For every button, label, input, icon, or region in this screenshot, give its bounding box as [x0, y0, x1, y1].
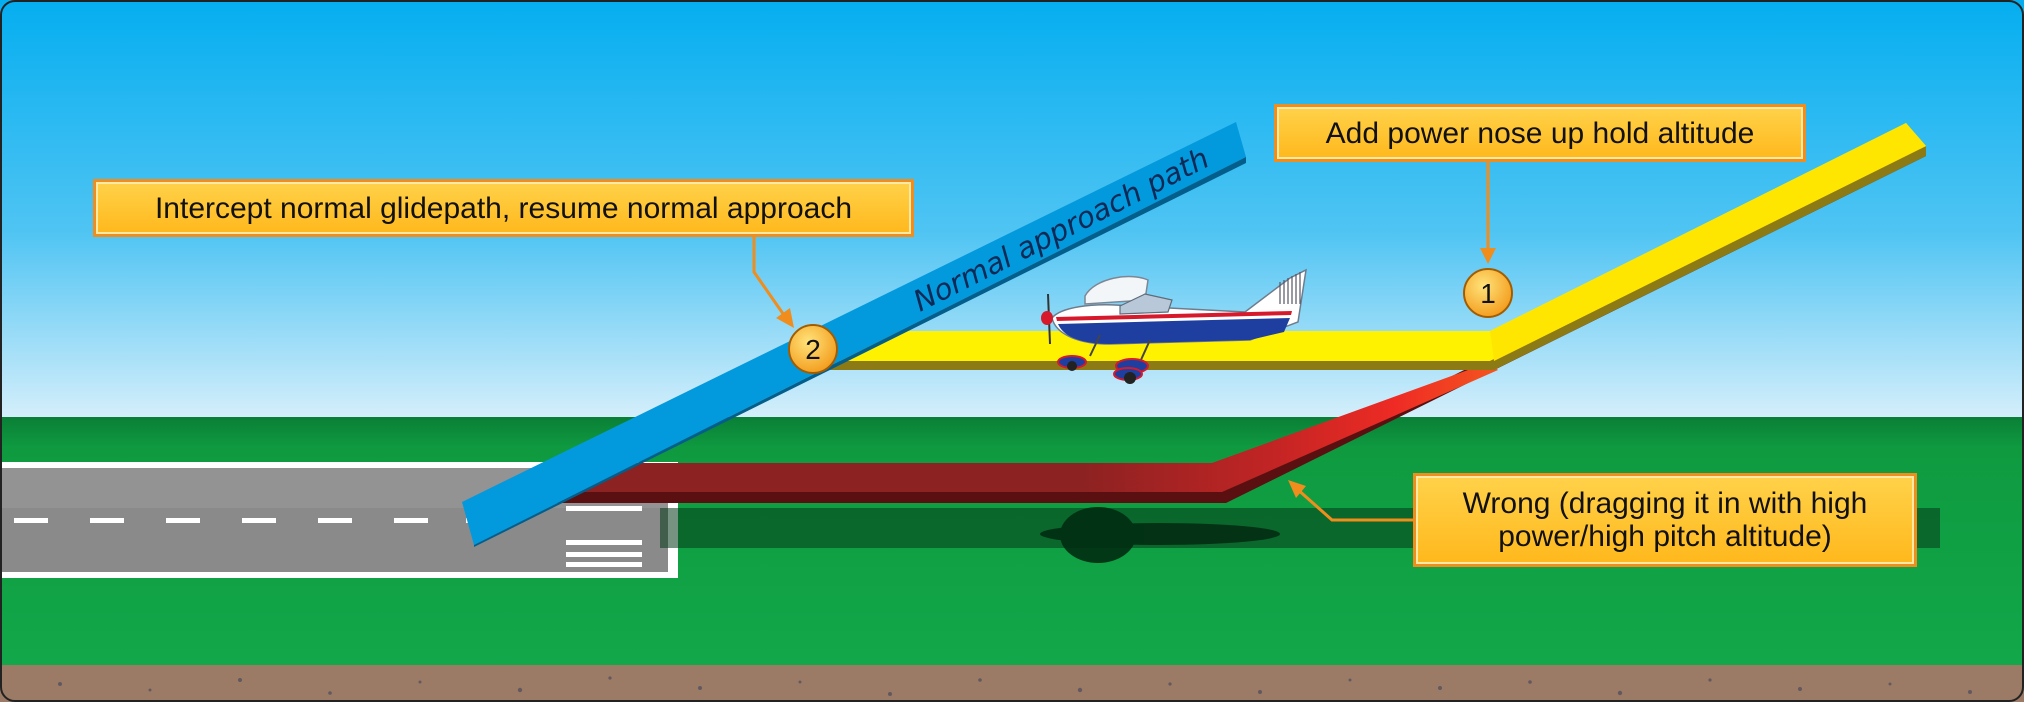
dirt-strip [0, 665, 2024, 702]
dirt-speckles [58, 676, 1972, 696]
svg-text:2: 2 [805, 334, 821, 365]
marker-2: 2 [788, 324, 838, 374]
airplane-icon [1041, 268, 1307, 384]
marker-1: 1 [1463, 268, 1513, 318]
callout-add-power: Add power nose up hold altitude [1274, 104, 1806, 162]
correction-path [830, 123, 1926, 370]
airplane-shadow-icon [1040, 507, 1280, 563]
wrong-path [555, 145, 1926, 503]
callout-intercept-glidepath: Intercept normal glidepath, resume norma… [93, 179, 914, 237]
svg-text:1: 1 [1480, 278, 1496, 309]
leader-arrowheads [776, 248, 1496, 498]
callout-wrong: Wrong (dragging it in with high power/hi… [1413, 473, 1917, 567]
leader-lines [752, 160, 1490, 522]
